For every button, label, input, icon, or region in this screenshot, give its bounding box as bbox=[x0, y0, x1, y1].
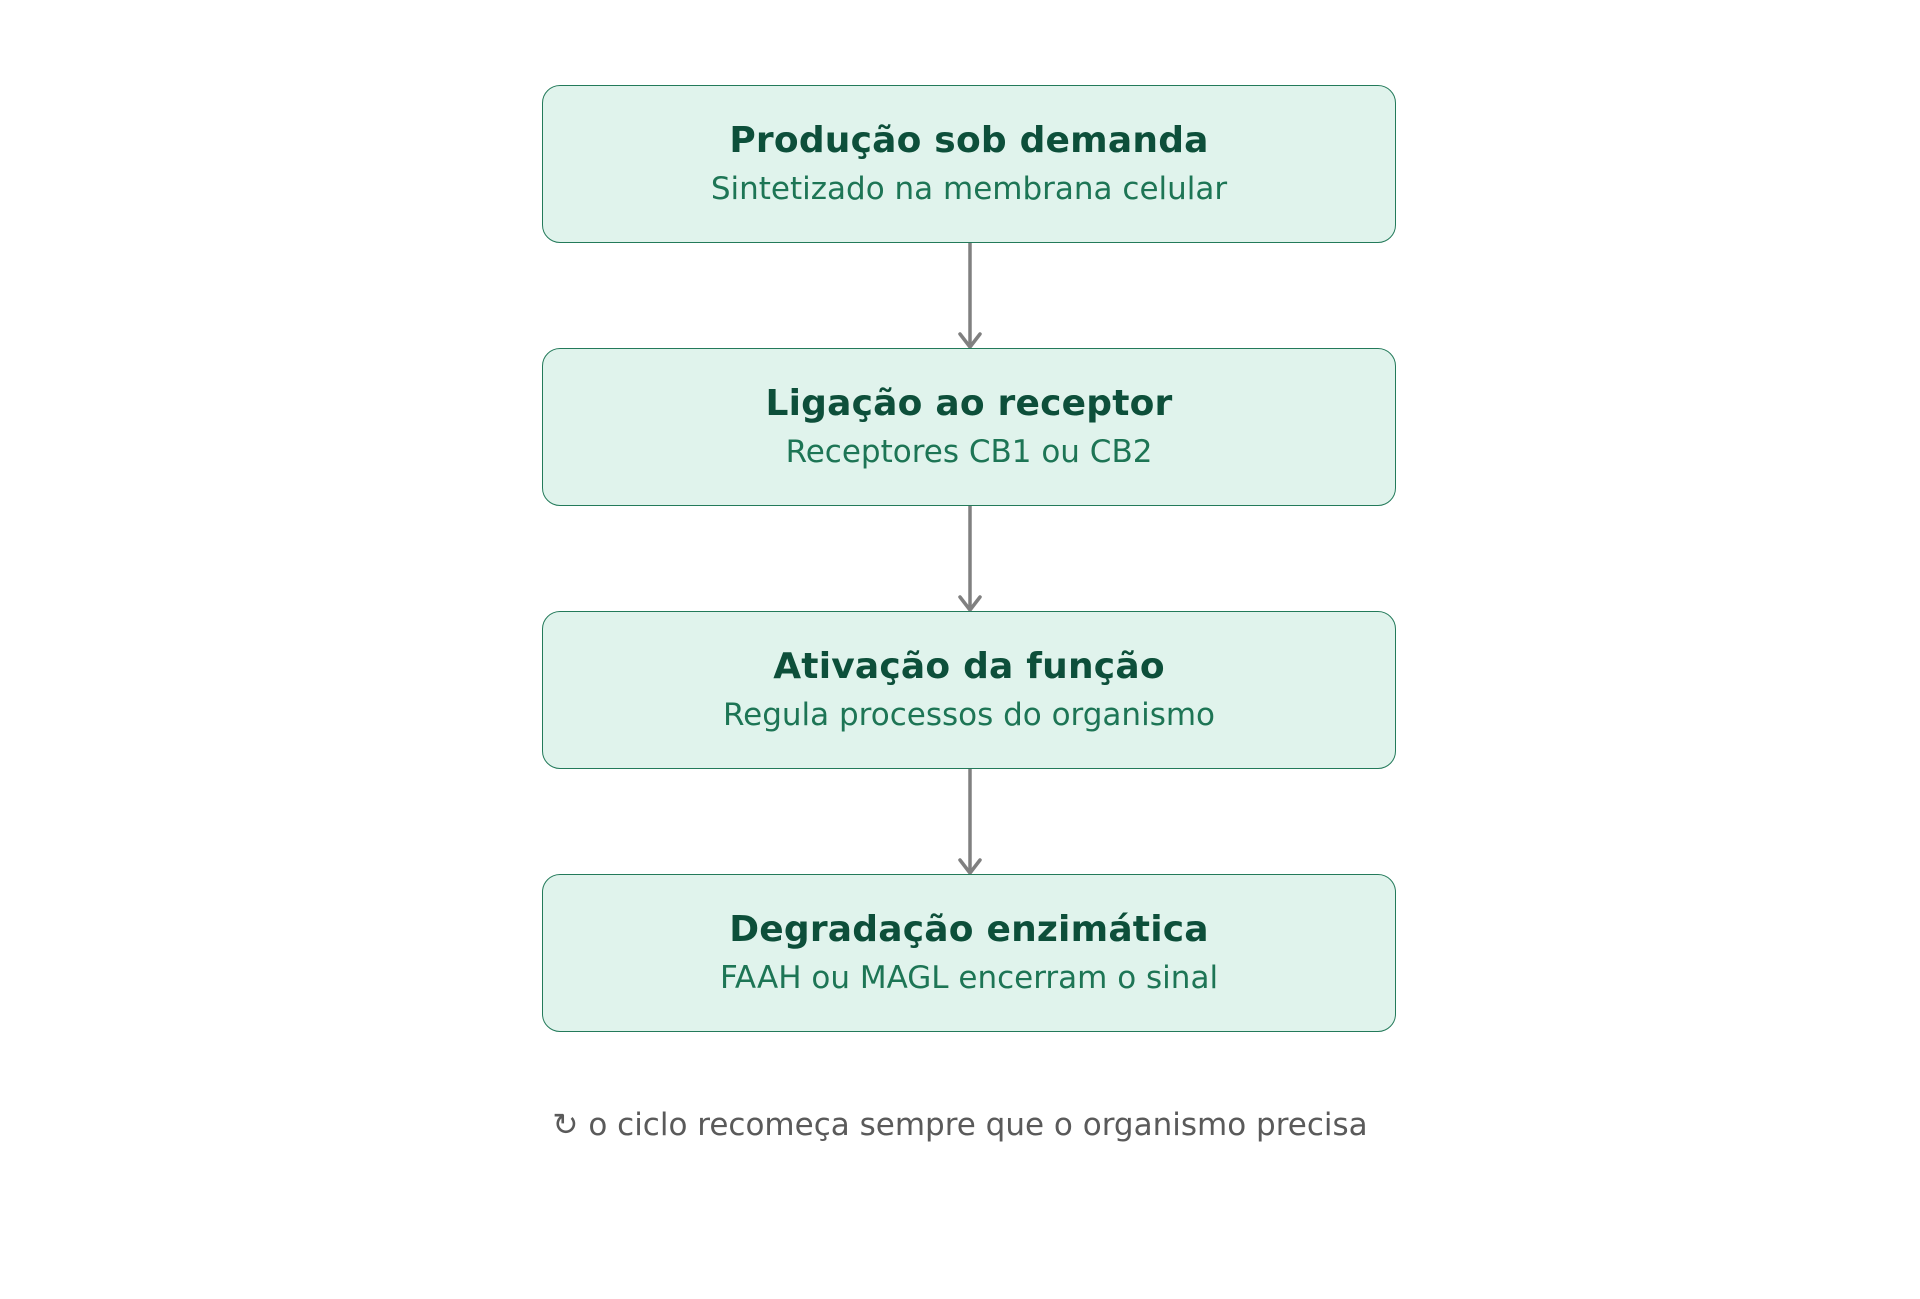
step-receptor-binding: Ligação ao receptor Receptores CB1 ou CB… bbox=[542, 348, 1396, 506]
step-title: Ligação ao receptor bbox=[765, 383, 1173, 424]
step-subtitle: Receptores CB1 ou CB2 bbox=[785, 434, 1153, 470]
cycle-note: ↻o ciclo recomeça sempre que o organismo… bbox=[0, 1105, 1920, 1145]
step-degradation: Degradação enzimática FAAH ou MAGL encer… bbox=[542, 874, 1396, 1032]
step-title: Produção sob demanda bbox=[729, 120, 1209, 161]
step-activation: Ativação da função Regula processos do o… bbox=[542, 611, 1396, 769]
cycle-note-text: o ciclo recomeça sempre que o organismo … bbox=[588, 1107, 1368, 1143]
arrow-down-icon bbox=[958, 243, 982, 349]
flow-arrow bbox=[950, 243, 990, 349]
step-title: Ativação da função bbox=[773, 646, 1165, 687]
flow-arrow bbox=[950, 506, 990, 612]
step-title: Degradação enzimática bbox=[729, 909, 1209, 950]
step-subtitle: FAAH ou MAGL encerram o sinal bbox=[719, 960, 1219, 996]
arrow-down-icon bbox=[958, 506, 982, 612]
cycle-arrow-icon: ↻ bbox=[552, 1107, 579, 1143]
step-subtitle: Sintetizado na membrana celular bbox=[710, 171, 1228, 207]
flow-arrow bbox=[950, 769, 990, 875]
step-production: Produção sob demanda Sintetizado na memb… bbox=[542, 85, 1396, 243]
arrow-down-icon bbox=[958, 769, 982, 875]
step-subtitle: Regula processos do organismo bbox=[722, 697, 1216, 733]
